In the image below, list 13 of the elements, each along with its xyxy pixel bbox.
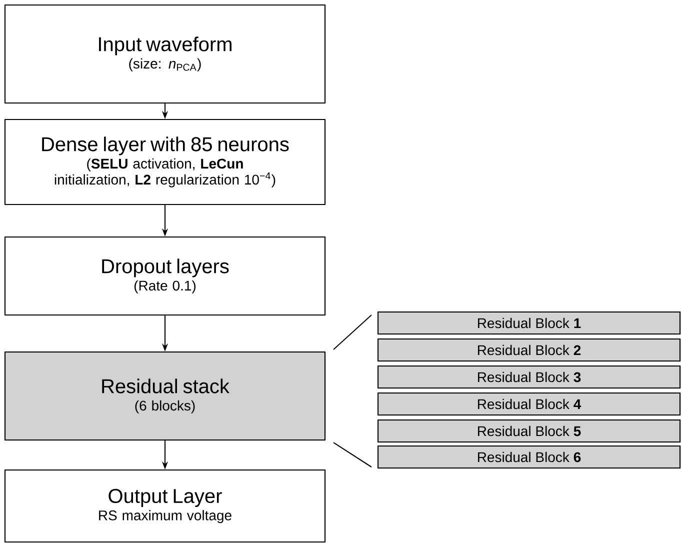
layer-box: Dropout layers (Rate 0.1) xyxy=(4,236,326,316)
residual-block-box: Residual Block 4 xyxy=(377,392,681,416)
residual-block-box: Residual Block 3 xyxy=(377,365,681,389)
zoom-line xyxy=(333,442,372,468)
residual-block-box: Residual Block 1 xyxy=(377,311,681,335)
layer-box: Input waveform (size: n$_{PCA}$) xyxy=(4,4,326,104)
layer-box: Residual stack (6 blocks) xyxy=(4,351,326,441)
layer-box: Dense layer with 85 neurons (SELU activation, LeCun initialization, L2 regularization 10$^{−4}$) xyxy=(4,118,326,206)
residual-block-box: Residual Block 2 xyxy=(377,338,681,362)
zoom-line xyxy=(333,314,372,350)
layer-box: Output Layer RS maximum voltage xyxy=(4,469,326,543)
residual-block-box: Residual Block 6 xyxy=(377,445,681,469)
residual-block-box: Residual Block 5 xyxy=(377,419,681,443)
